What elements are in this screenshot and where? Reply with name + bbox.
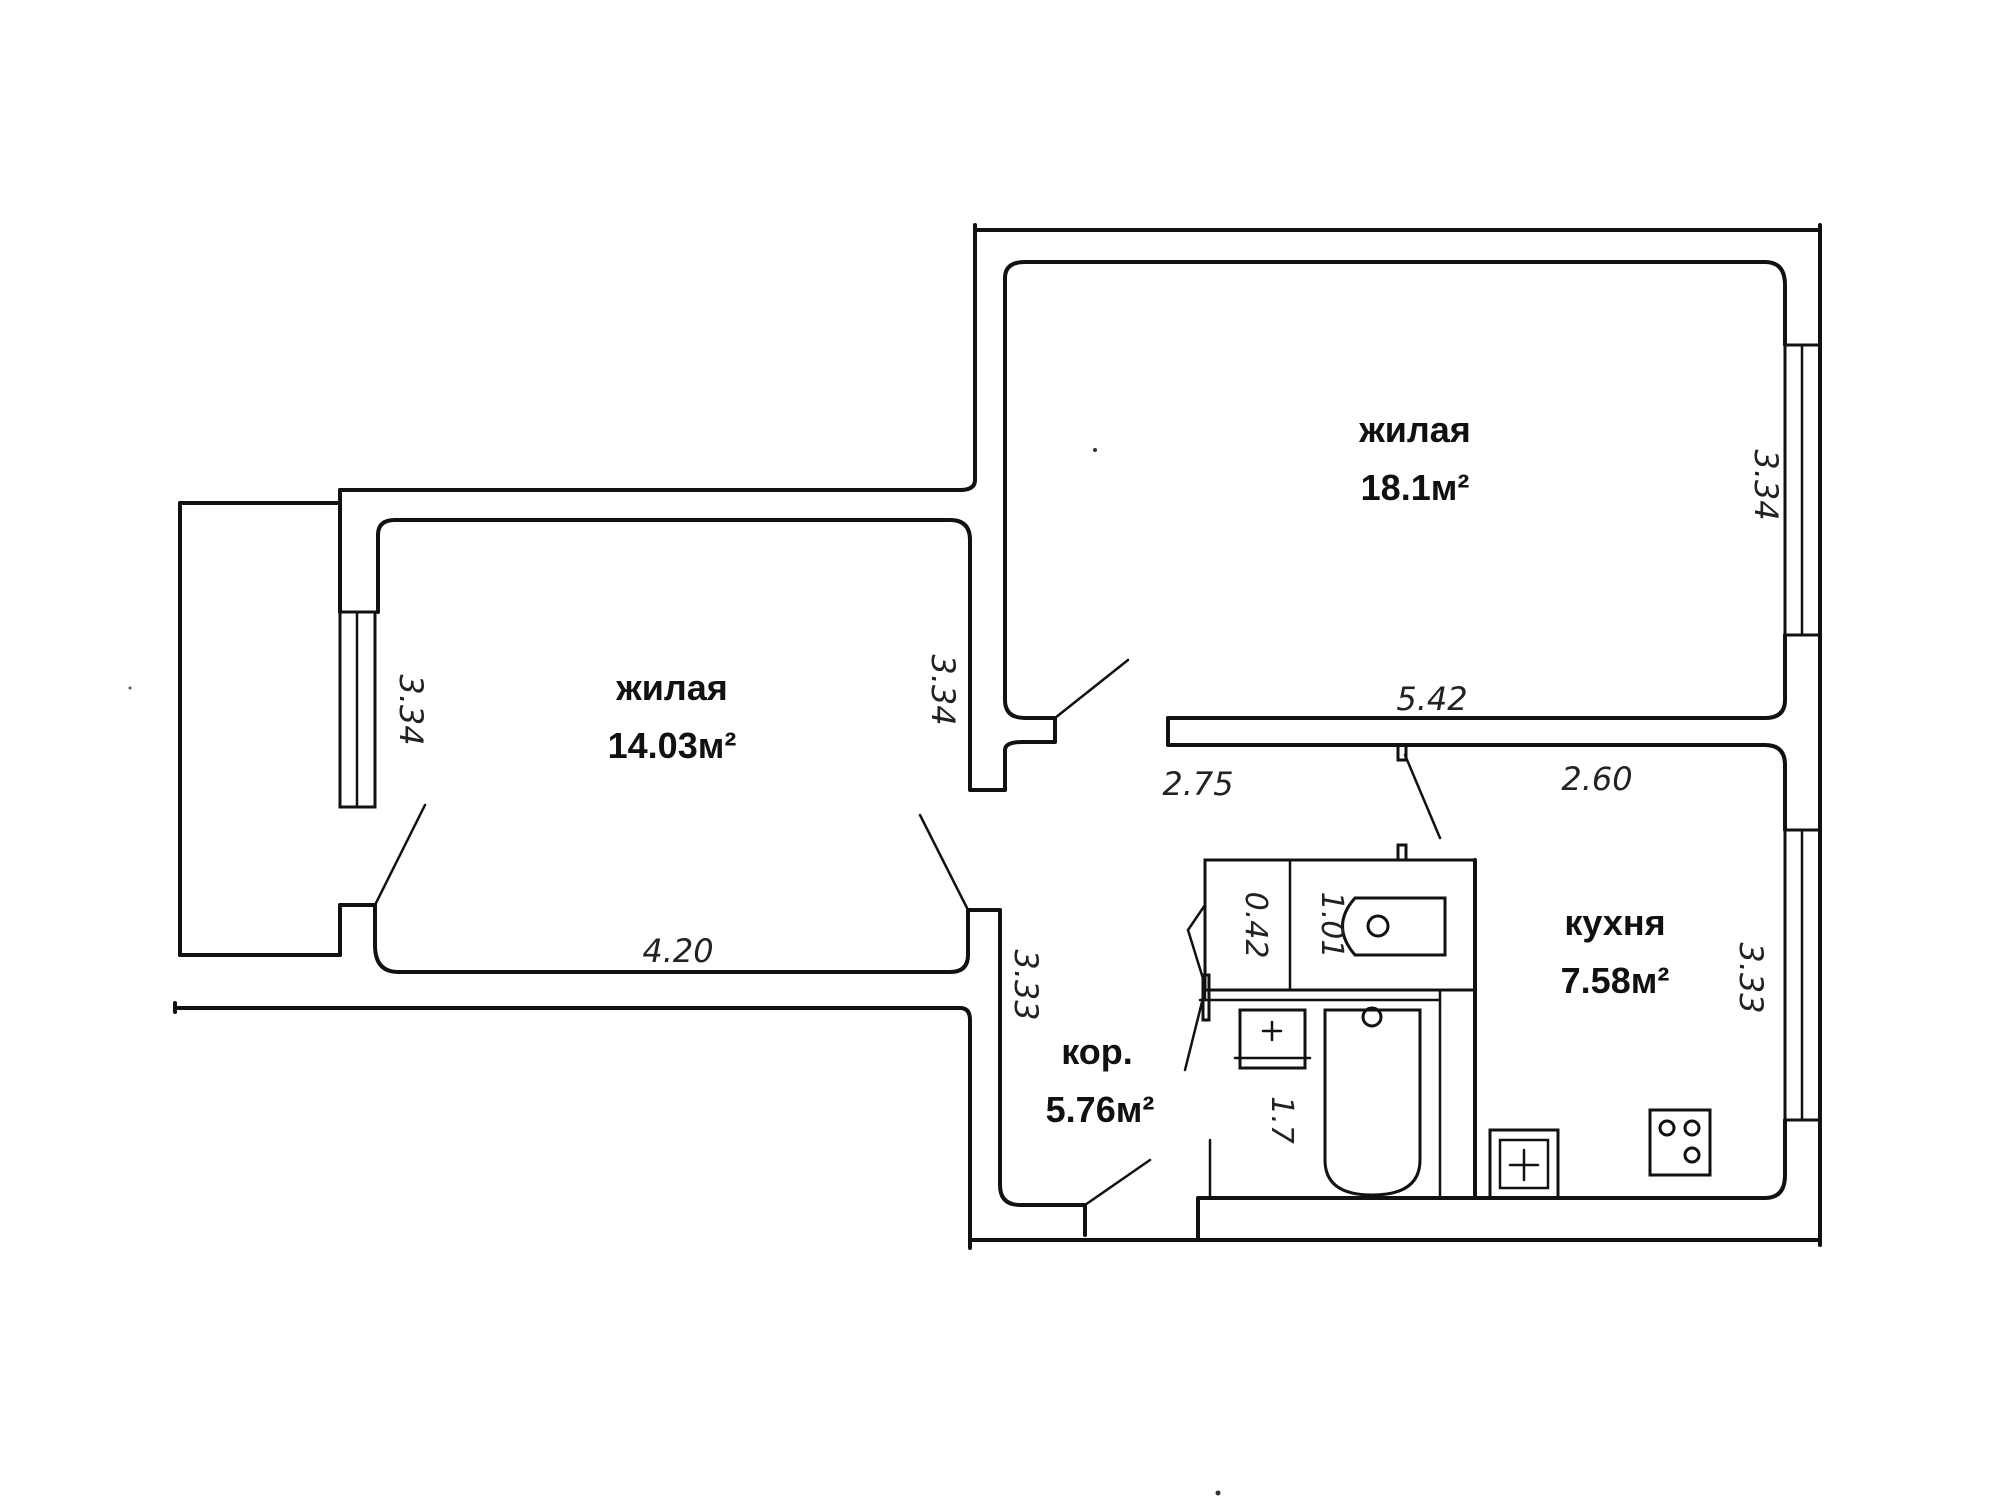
- dim-kitchen-top: 2.60: [1561, 760, 1632, 798]
- room-living-large: жилая 18.1м²: [1358, 409, 1471, 508]
- room-name: жилая: [1358, 409, 1471, 450]
- dim-corridor-top: 2.75: [1162, 765, 1233, 803]
- speck: [1215, 1490, 1221, 1496]
- dim-small-left: 3.34: [392, 674, 430, 745]
- room-area: 14.03м²: [608, 725, 737, 766]
- doors: [373, 658, 1442, 1207]
- dim-large-right: 3.34: [1747, 449, 1785, 520]
- dimensions: 3.34 5.42 3.34 3.34 4.20 2.75 3.33 2.60 …: [392, 449, 1785, 1143]
- speck: [128, 686, 132, 690]
- room-area: 18.1м²: [1361, 467, 1470, 508]
- dim-kitchen-right: 3.33: [1732, 942, 1770, 1013]
- room-name: кухня: [1564, 902, 1665, 943]
- room-living-small: жилая 14.03м²: [608, 667, 737, 766]
- door-kitchen: [1403, 753, 1442, 840]
- kitchen-sink-icon: [1488, 1128, 1560, 1200]
- dim-bath-width: 1.7: [1264, 1096, 1299, 1144]
- walls: [173, 223, 1822, 1250]
- sink-icon: [1233, 1008, 1312, 1070]
- dim-small-right: 3.34: [924, 654, 962, 725]
- door-entrance: [1083, 1158, 1152, 1207]
- dim-small-bottom: 4.20: [642, 932, 713, 970]
- door-wc: [1186, 903, 1207, 932]
- room-corridor: кор. 5.76м²: [1046, 1031, 1155, 1130]
- dim-large-bottom: 5.42: [1396, 680, 1467, 718]
- dim-wc-width: 1.01: [1314, 892, 1349, 959]
- speck: [1093, 448, 1097, 452]
- stove-icon: [1648, 1108, 1712, 1177]
- room-area: 5.76м²: [1046, 1089, 1155, 1130]
- room-name: жилая: [615, 667, 728, 708]
- dim-wc-depth: 0.42: [1238, 892, 1273, 959]
- room-area: 7.58м²: [1561, 960, 1670, 1001]
- room-name: кор.: [1061, 1031, 1133, 1072]
- door-small-room-right: [918, 813, 970, 912]
- toilet-icon: [1341, 896, 1447, 957]
- bathtub-icon: [1323, 1006, 1422, 1197]
- room-kitchen: кухня 7.58м²: [1561, 902, 1670, 1001]
- door-large-room: [1053, 658, 1130, 720]
- door-small-room-left: [373, 803, 427, 907]
- dim-corridor-side: 3.33: [1007, 949, 1045, 1020]
